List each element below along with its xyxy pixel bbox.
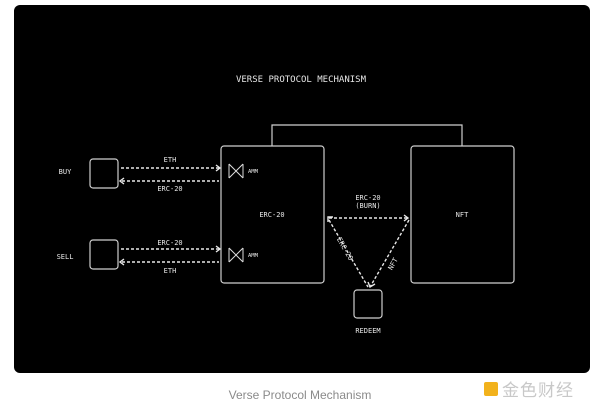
- nft-box-label: NFT: [456, 211, 469, 219]
- sell-out-label: ETH: [164, 267, 177, 275]
- logo-icon: [484, 381, 498, 396]
- redeem-label: REDEEM: [355, 327, 380, 335]
- amm-icon: [228, 247, 244, 263]
- erc20-box: [220, 145, 325, 284]
- redeem-box: [353, 289, 383, 319]
- caption: Verse Protocol Mechanism: [228, 388, 372, 402]
- nft-box: [410, 145, 515, 284]
- sell-in-label: ERC-20: [157, 239, 182, 247]
- burn-label: ERC-20: [355, 194, 380, 202]
- diagram-panel: [14, 5, 590, 373]
- burn-label-2: (BURN): [355, 202, 380, 210]
- top-connector: [271, 124, 463, 146]
- buy-box: [89, 158, 119, 189]
- arrow-head: [215, 245, 222, 253]
- arrow-head: [327, 216, 333, 222]
- redeem-nft-arrow: [369, 219, 410, 288]
- arrow-head: [118, 258, 125, 266]
- sell-box: [89, 239, 119, 270]
- redeem-erc20-label: ERC-20: [335, 236, 355, 262]
- amm-label: AMM: [248, 253, 259, 259]
- arrow-head: [367, 281, 376, 289]
- buy-out-label: ERC-20: [157, 185, 182, 193]
- watermark-logo: 金色财经: [484, 376, 574, 401]
- amm-icon: [228, 163, 244, 179]
- erc20-box-label: ERC-20: [259, 211, 284, 219]
- amm-label: AMM: [248, 169, 259, 175]
- arrow-head: [118, 177, 125, 185]
- arrow-head: [215, 164, 222, 172]
- redeem-erc20-arrow: [328, 219, 369, 288]
- watermark-text: 金色财经: [502, 381, 574, 401]
- sell-label: SELL: [57, 253, 74, 261]
- redeem-nft-label: NFT: [387, 256, 401, 272]
- diagram-title: VERSE PROTOCOL MECHANISM: [236, 75, 367, 85]
- buy-label: BUY: [59, 168, 72, 176]
- buy-in-label: ETH: [164, 156, 177, 164]
- arrow-head: [403, 214, 410, 222]
